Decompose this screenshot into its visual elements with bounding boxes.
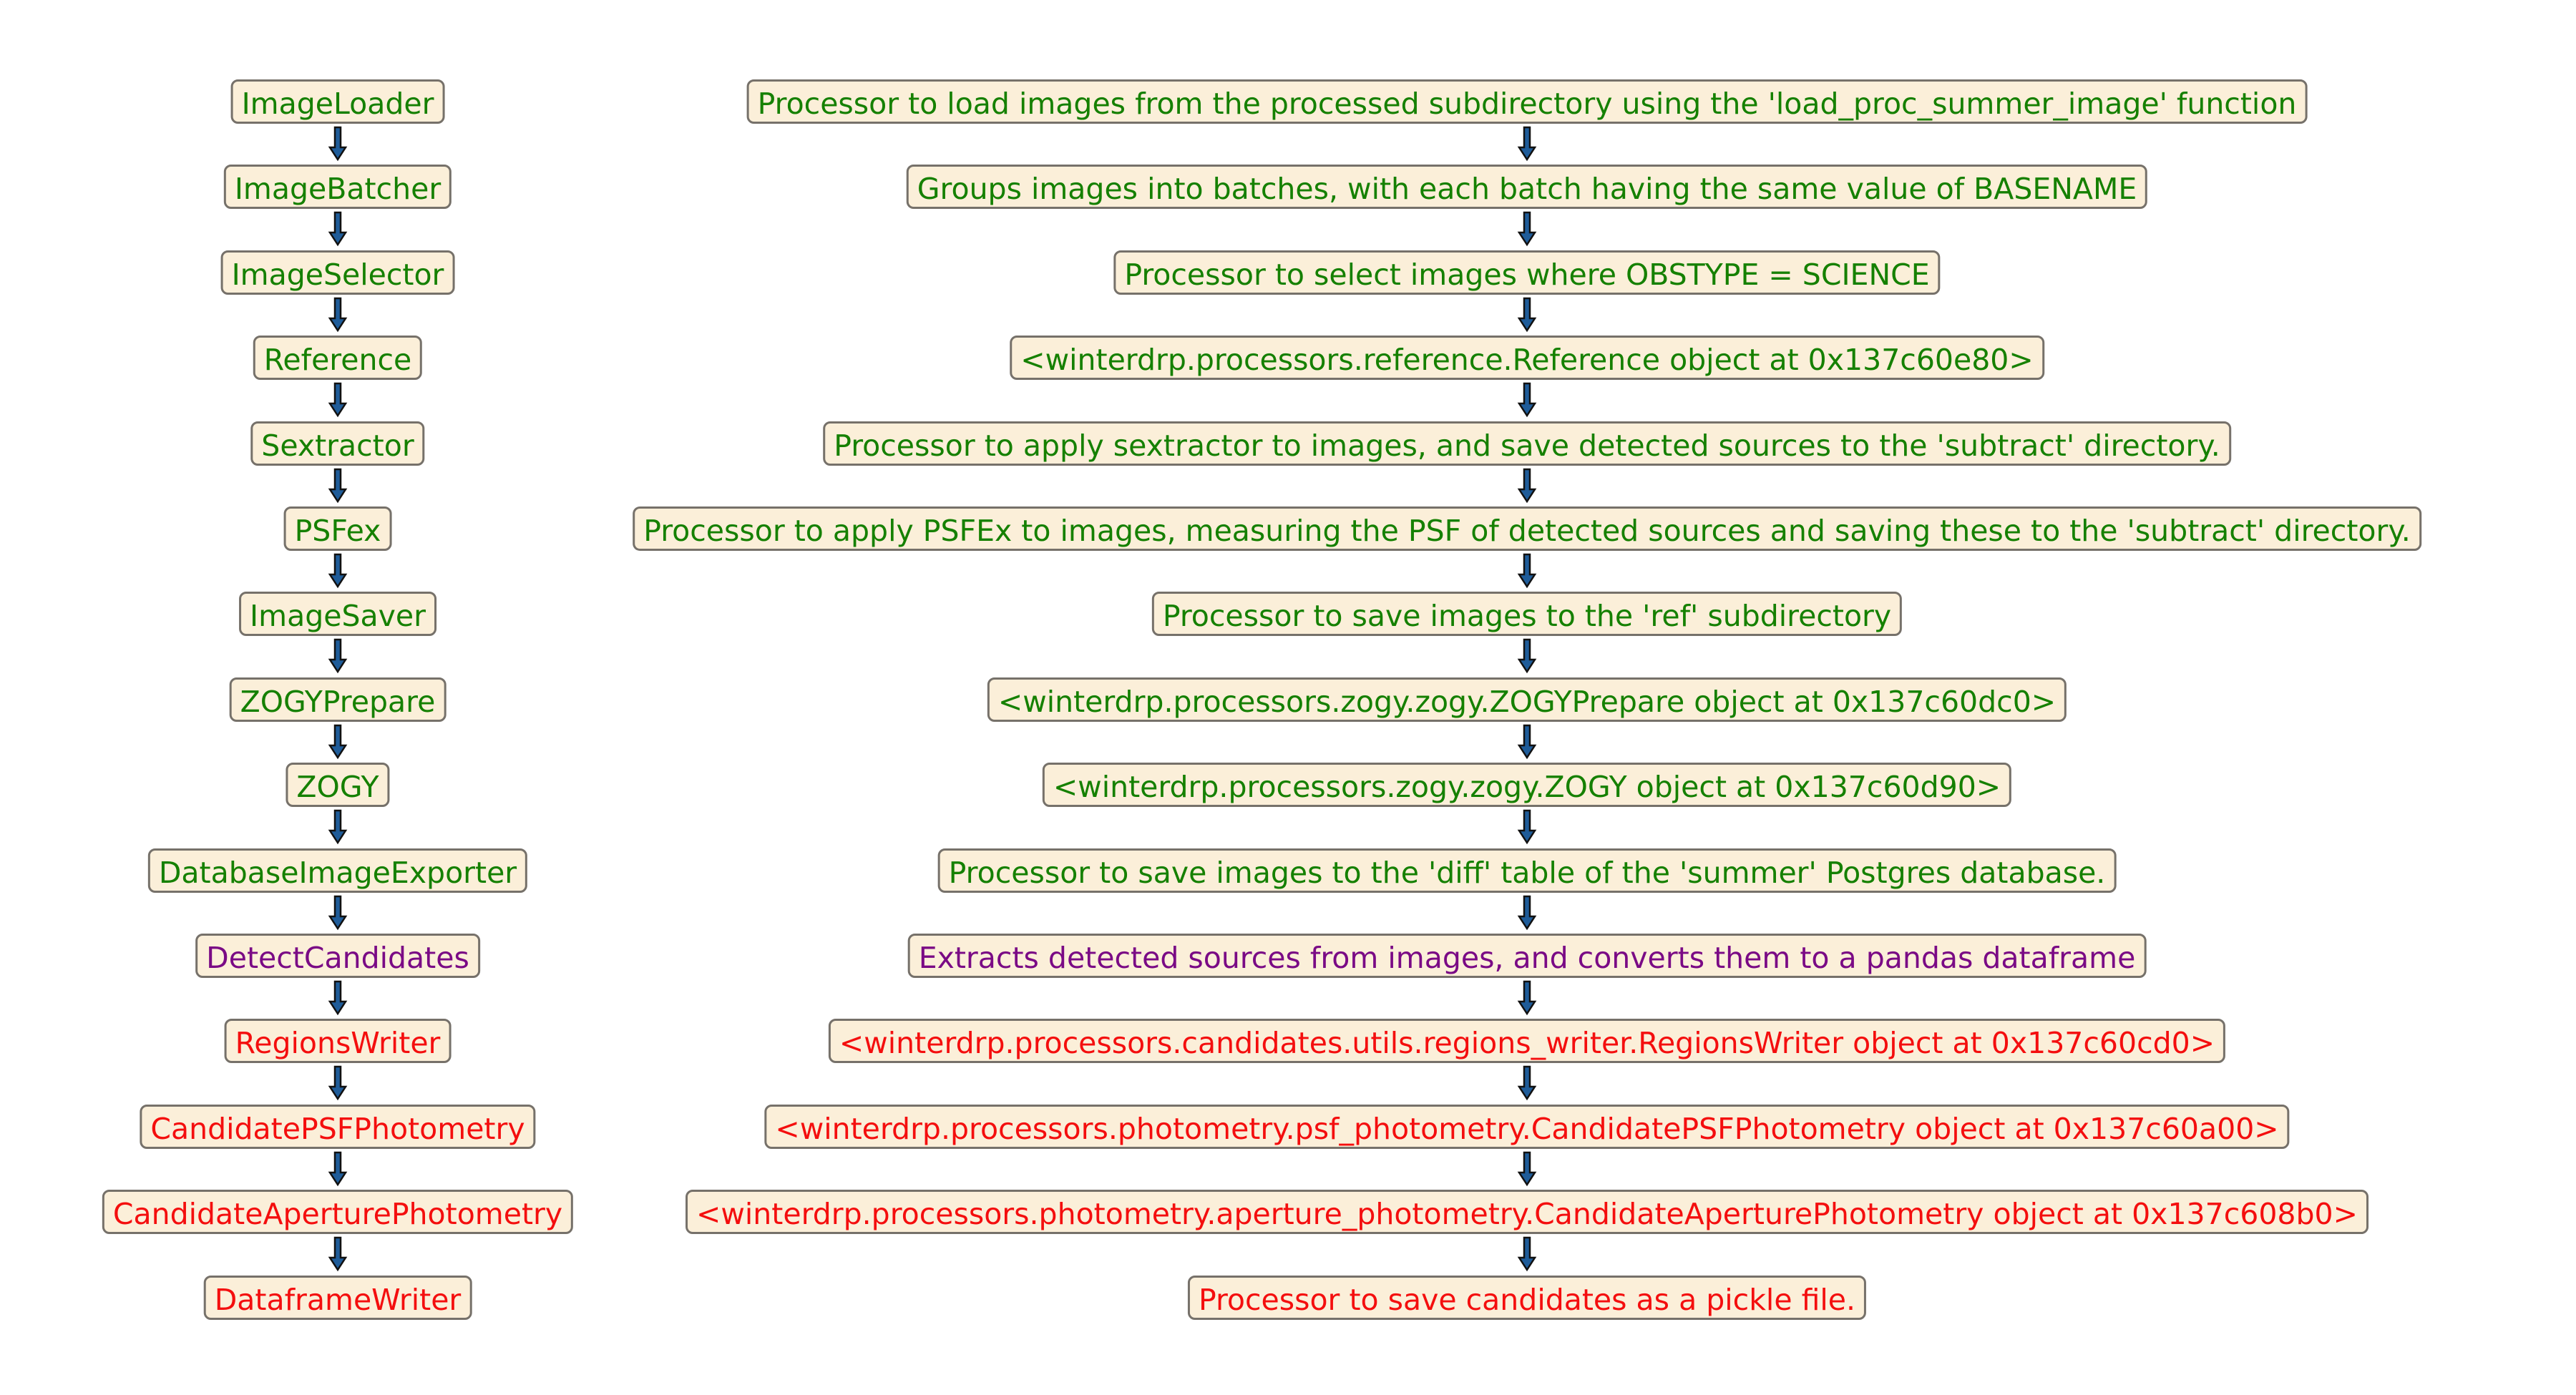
step-description-box: Processor to save candidates as a pickle… bbox=[1187, 1275, 1867, 1320]
step-description-box: Processor to load images from the proces… bbox=[746, 79, 2308, 124]
flow-arrow-left bbox=[328, 809, 348, 845]
flow-arrow-right bbox=[1517, 1151, 1537, 1187]
step-description-box: Processor to apply PSFEx to images, meas… bbox=[633, 506, 2421, 551]
flow-arrow-left bbox=[328, 382, 348, 418]
step-description-box: Processor to save images to the 'ref' su… bbox=[1151, 592, 1903, 637]
step-name-box: ImageLoader bbox=[230, 79, 445, 124]
step-description-box: <winterdrp.processors.reference.Referenc… bbox=[1010, 336, 2044, 381]
step-name-box: DatabaseImageExporter bbox=[147, 848, 528, 893]
step-name-box: ZOGY bbox=[286, 763, 390, 808]
flow-arrow-right bbox=[1517, 297, 1537, 333]
step-name-box: ImageSelector bbox=[220, 250, 455, 295]
step-name-box: RegionsWriter bbox=[224, 1019, 452, 1064]
step-description-box: Processor to apply sextractor to images,… bbox=[823, 421, 2231, 466]
flow-arrow-right bbox=[1517, 639, 1537, 674]
flow-arrow-left bbox=[328, 468, 348, 503]
step-description-box: Processor to select images where OBSTYPE… bbox=[1113, 250, 1941, 295]
step-name-box: ImageBatcher bbox=[223, 165, 452, 210]
step-name-box: ZOGYPrepare bbox=[229, 677, 447, 722]
step-description-box: Processor to save images to the 'diff' t… bbox=[937, 848, 2117, 893]
flow-arrow-left bbox=[328, 553, 348, 589]
flow-arrow-left bbox=[328, 1236, 348, 1272]
flow-arrow-left bbox=[328, 1066, 348, 1101]
step-name-box: CandidatePSFPhotometry bbox=[140, 1104, 536, 1149]
flow-arrow-right bbox=[1517, 724, 1537, 760]
step-description-box: Groups images into batches, with each ba… bbox=[906, 165, 2148, 210]
step-name-box: DataframeWriter bbox=[203, 1275, 472, 1320]
flow-arrow-left bbox=[328, 724, 348, 760]
step-description-box: <winterdrp.processors.zogy.zogy.ZOGYPrep… bbox=[987, 677, 2067, 722]
step-description-box: Extracts detected sources from images, a… bbox=[907, 934, 2147, 978]
flow-arrow-left bbox=[328, 895, 348, 930]
step-name-box: DetectCandidates bbox=[195, 934, 480, 978]
step-name-box: CandidateAperturePhotometry bbox=[102, 1190, 574, 1235]
step-description-box: <winterdrp.processors.photometry.apertur… bbox=[686, 1190, 2368, 1235]
flow-arrow-left bbox=[328, 212, 348, 247]
step-name-box: Sextractor bbox=[250, 421, 425, 466]
flow-arrow-left bbox=[328, 639, 348, 674]
flow-arrow-right bbox=[1517, 126, 1537, 162]
flow-arrow-right bbox=[1517, 895, 1537, 930]
flow-arrow-right bbox=[1517, 382, 1537, 418]
step-name-box: PSFex bbox=[283, 506, 392, 551]
flow-arrow-right bbox=[1517, 1236, 1537, 1272]
flow-arrow-left bbox=[328, 126, 348, 162]
step-description-box: <winterdrp.processors.candidates.utils.r… bbox=[828, 1019, 2226, 1064]
step-name-box: Reference bbox=[253, 336, 423, 381]
flow-arrow-left bbox=[328, 980, 348, 1016]
flow-arrow-left bbox=[328, 297, 348, 333]
step-name-box: ImageSaver bbox=[239, 592, 436, 637]
flow-arrow-right bbox=[1517, 980, 1537, 1016]
flow-arrow-right bbox=[1517, 809, 1537, 845]
flow-arrow-right bbox=[1517, 212, 1537, 247]
flow-arrow-left bbox=[328, 1151, 348, 1187]
flow-arrow-right bbox=[1517, 1066, 1537, 1101]
step-description-box: <winterdrp.processors.zogy.zogy.ZOGY obj… bbox=[1042, 763, 2012, 808]
flow-arrow-right bbox=[1517, 553, 1537, 589]
flow-arrow-right bbox=[1517, 468, 1537, 503]
step-description-box: <winterdrp.processors.photometry.psf_pho… bbox=[764, 1104, 2290, 1149]
